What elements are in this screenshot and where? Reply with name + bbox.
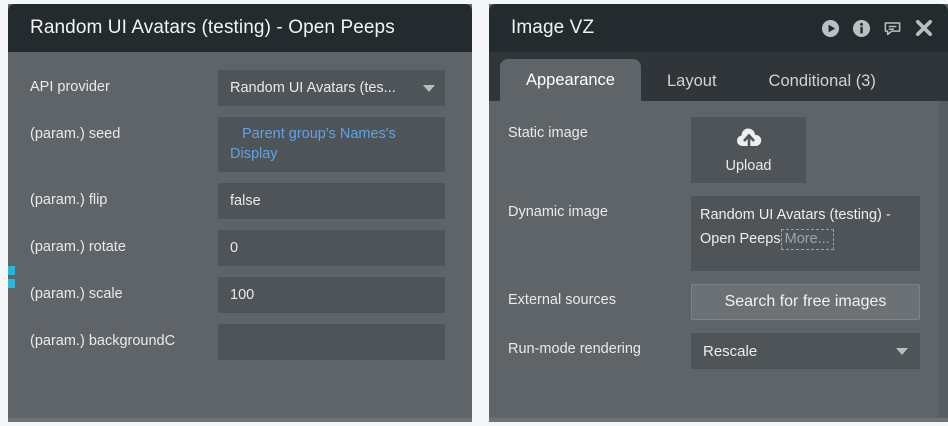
chevron-down-icon	[423, 84, 435, 92]
run-mode-label: Run-mode rendering	[508, 341, 641, 357]
static-image-label: Static image	[508, 125, 588, 141]
seed-dynamic-field[interactable]: Parent group's Names's Display	[218, 117, 445, 172]
tab-appearance[interactable]: Appearance	[500, 59, 641, 101]
background-color-input[interactable]	[218, 324, 445, 360]
scale-value: 100	[230, 287, 255, 303]
property-row-api-provider: API provider Random UI Avatars (tes...	[8, 70, 472, 106]
right-panel-bottom-edge	[489, 418, 948, 422]
upload-label: Upload	[725, 157, 772, 174]
right-panel-body: Static image Upload Dynamic image Random…	[489, 101, 948, 422]
search-free-images-button[interactable]: Search for free images	[691, 284, 920, 320]
property-label: (param.) backgroundC	[30, 333, 176, 349]
rotate-input[interactable]: 0	[218, 230, 445, 266]
property-editor-panel: Random UI Avatars (testing) - Open Peeps…	[8, 4, 472, 422]
left-panel-title: Random UI Avatars (testing) - Open Peeps	[30, 17, 395, 38]
property-label: (param.) rotate	[30, 239, 126, 255]
dynamic-image-value: Random UI Avatars (testing) - Open Peeps	[700, 207, 891, 247]
scale-input[interactable]: 100	[218, 277, 445, 313]
tab-conditional-label: Conditional (3)	[768, 71, 876, 90]
close-icon[interactable]	[914, 18, 934, 38]
property-row-background-color: (param.) backgroundC	[8, 324, 472, 360]
property-row-rotate: (param.) rotate 0	[8, 230, 472, 266]
run-mode-dropdown[interactable]: Rescale	[691, 333, 920, 369]
flip-value: false	[230, 193, 261, 209]
cloud-upload-icon	[734, 127, 764, 154]
panel-scrollbar[interactable]	[938, 101, 948, 422]
dynamic-image-label: Dynamic image	[508, 204, 608, 220]
flip-input[interactable]: false	[218, 183, 445, 219]
property-label: (param.) scale	[30, 286, 123, 302]
run-mode-value: Rescale	[703, 342, 758, 360]
property-row-seed: (param.) seed Parent group's Names's Dis…	[8, 117, 472, 172]
api-provider-dropdown[interactable]: Random UI Avatars (tes...	[218, 70, 445, 106]
row-dynamic-image: Dynamic image Random UI Avatars (testing…	[489, 196, 948, 271]
property-label: API provider	[30, 79, 110, 95]
comment-icon[interactable]	[883, 19, 902, 38]
right-panel-title: Image VZ	[511, 17, 595, 38]
api-provider-value: Random UI Avatars (tes...	[230, 80, 396, 96]
external-sources-label: External sources	[508, 292, 616, 308]
property-row-scale: (param.) scale 100	[8, 277, 472, 313]
tab-layout[interactable]: Layout	[641, 61, 743, 101]
property-row-flip: (param.) flip false	[8, 183, 472, 219]
info-icon[interactable]	[852, 19, 871, 38]
search-free-images-label: Search for free images	[724, 293, 887, 310]
row-static-image: Static image Upload	[489, 117, 948, 183]
property-label: (param.) seed	[30, 126, 121, 142]
row-run-mode-rendering: Run-mode rendering Rescale	[489, 333, 948, 369]
tab-appearance-label: Appearance	[526, 70, 615, 89]
upload-button[interactable]: Upload	[691, 117, 806, 183]
image-element-panel: Image VZ	[489, 4, 948, 422]
more-button[interactable]: More...	[780, 229, 834, 250]
tab-layout-label: Layout	[667, 71, 717, 90]
left-panel-body: API provider Random UI Avatars (tes... (…	[8, 52, 472, 404]
tab-conditional[interactable]: Conditional (3)	[743, 61, 902, 101]
chevron-down-icon	[896, 347, 908, 355]
row-external-sources: External sources Search for free images	[489, 284, 948, 320]
right-panel-header[interactable]: Image VZ	[489, 4, 948, 52]
property-label: (param.) flip	[30, 192, 108, 208]
rotate-value: 0	[230, 240, 239, 256]
seed-dynamic-expression[interactable]: Parent group's Names's Display	[230, 126, 396, 162]
element-selection-marker	[8, 266, 15, 288]
left-panel-header[interactable]: Random UI Avatars (testing) - Open Peeps	[8, 4, 472, 52]
play-icon[interactable]	[821, 19, 840, 38]
dynamic-image-field[interactable]: Random UI Avatars (testing) - Open Peeps…	[691, 196, 920, 271]
left-panel-bottom-edge	[8, 418, 472, 422]
right-panel-header-actions	[821, 18, 934, 38]
panel-tabs: Appearance Layout Conditional (3)	[489, 52, 948, 101]
